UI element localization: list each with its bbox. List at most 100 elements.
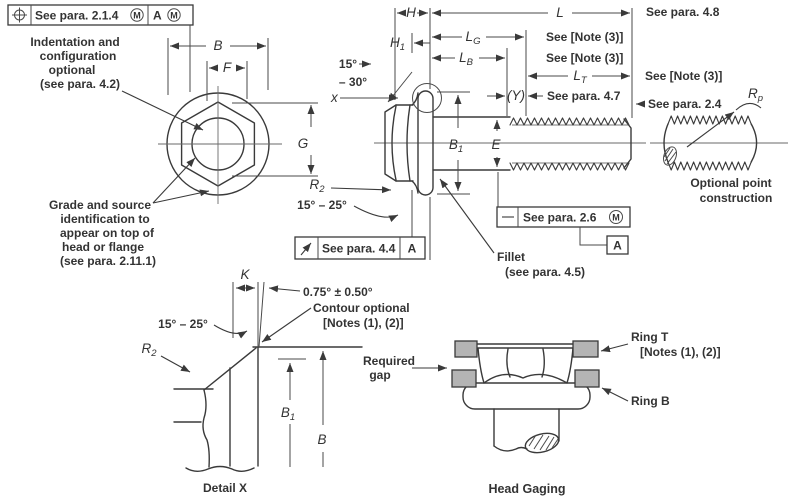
fcf-runout: See para. 4.4 A <box>294 236 426 260</box>
bolt-side-view <box>374 83 646 196</box>
fillet-label: Fillet <box>497 250 525 264</box>
dim-K: K <box>240 267 250 282</box>
svg-text:configuration: configuration <box>40 49 117 63</box>
svg-text:B: B <box>213 38 222 53</box>
fcf-straightness: See para. 2.6 M A <box>496 172 631 255</box>
flange-cone-bottom <box>411 180 419 194</box>
flange-cone-top <box>411 92 419 106</box>
dim-LG: LG <box>466 29 481 47</box>
detail-angle: 15° – 25° <box>158 317 208 331</box>
ring-b-right <box>574 369 600 388</box>
head-facet <box>541 348 545 378</box>
thread-point-chamfer <box>623 118 632 169</box>
dim-E: E <box>491 137 501 152</box>
dim-H1: H1 <box>390 35 405 53</box>
material-condition-icon: M <box>609 210 623 224</box>
dim-LT: LT <box>573 68 588 86</box>
svg-text:Grade and source: Grade and source <box>49 198 151 212</box>
note-see-para-4-8: See para. 4.8 <box>646 5 720 19</box>
note-y: See para. 4.7 <box>547 89 621 103</box>
dim-Y: (Y) <box>507 88 525 103</box>
dim-F: F <box>206 60 248 101</box>
detail-R2: R2 <box>141 341 157 359</box>
ring-t-label: Ring T <box>631 330 669 344</box>
svg-text:head or flange: head or flange <box>62 240 144 254</box>
dim-B1: B1 <box>449 137 463 155</box>
fcf-position: See para. 2.1.4 M A M <box>7 4 194 92</box>
point-thread-top <box>667 115 752 125</box>
detail-x: K 0.75° ± 0.50° Contour optional [Notes … <box>141 267 409 495</box>
inverted-hex-head <box>477 347 574 384</box>
svg-text:M: M <box>612 212 620 222</box>
svg-text:M: M <box>133 10 141 20</box>
fcf-runout-datum: A <box>408 242 417 256</box>
ring-t-right <box>572 340 599 358</box>
flange-washer-face <box>417 90 434 196</box>
side-view-dimensions: H L See para. 4.8 H1 LG See [Note (3)] L… <box>297 5 722 279</box>
thread-profile-top <box>509 117 630 126</box>
note-point: See para. 2.4 <box>648 97 722 111</box>
dim-R2: R2 <box>309 177 325 195</box>
required-gap-label2: gap <box>369 368 390 382</box>
fillet-ref: (see para. 4.5) <box>505 265 585 279</box>
svg-text:(see para. 2.11.1): (see para. 2.11.1) <box>60 254 156 268</box>
head-gaging: Ring T [Notes (1), (2)] Ring B Required … <box>363 330 721 496</box>
dim-H: H <box>406 5 416 20</box>
head-gaging-caption: Head Gaging <box>488 482 565 496</box>
svg-text:Indentation and: Indentation and <box>30 35 119 49</box>
optional-point-label2: construction <box>700 191 773 205</box>
optional-point-label: Optional point <box>690 176 771 190</box>
shank-break <box>493 445 528 452</box>
svg-text:(see para. 4.2): (see para. 4.2) <box>40 77 120 91</box>
material-condition-icon: M <box>130 8 144 22</box>
detail-x-caption: Detail X <box>203 481 247 495</box>
ring-b-left <box>451 369 477 388</box>
head-facet-arc <box>406 104 411 182</box>
fcf-position-datum: A <box>153 9 162 23</box>
svg-text:G: G <box>298 136 309 151</box>
svg-text:M: M <box>170 10 178 20</box>
note-lt: See [Note (3)] <box>645 69 722 83</box>
grade-identification-note: Grade and source identification to appea… <box>49 157 210 268</box>
angle-flange: 15° – 25° <box>297 198 347 212</box>
circular-runout-icon <box>300 242 312 256</box>
head-facet-arc <box>391 105 397 181</box>
dim-B: B <box>167 38 269 95</box>
ring-t-note: [Notes (1), (2)] <box>640 345 721 359</box>
point-thread-bottom <box>667 161 752 171</box>
contour-note: Contour optional <box>313 301 410 315</box>
ring-b-label: Ring B <box>631 394 670 408</box>
break-edge-left <box>202 389 210 468</box>
ring-t-left <box>454 340 478 358</box>
dim-LB: LB <box>459 50 474 68</box>
head-left-edge <box>384 104 397 182</box>
angle-chamfer-2: – 30° <box>339 75 367 89</box>
dim-Rp: Rp <box>748 86 763 104</box>
point-chamfer-hatch <box>662 146 678 166</box>
point-right-arc <box>750 123 758 163</box>
material-condition-icon: M <box>167 8 181 22</box>
tilt-tolerance: 0.75° ± 0.50° <box>303 285 373 299</box>
gaging-flange <box>462 382 591 410</box>
note-lg: See [Note (3)] <box>546 30 623 44</box>
position-tolerance-icon <box>12 7 27 23</box>
dim-x: x <box>330 90 339 105</box>
head-facet <box>506 348 511 378</box>
indentation-note: Indentation and configuration optional (… <box>30 35 204 131</box>
shank-section-hatch <box>524 432 560 454</box>
detail-B: B <box>317 432 326 447</box>
contour-note2: [Notes (1), (2)] <box>323 316 404 330</box>
note-lb: See [Note (3)] <box>546 51 623 65</box>
dim-L: L <box>556 5 564 20</box>
thread-profile-bottom <box>509 162 630 171</box>
detail-B1: B1 <box>281 405 295 423</box>
svg-text:appear on top of: appear on top of <box>60 226 155 240</box>
angle-chamfer-1: 15° <box>339 57 357 71</box>
fcf-position-note: See para. 2.1.4 <box>35 9 119 23</box>
bolt-head-top-view: B F G <box>158 38 318 204</box>
required-gap-label: Required <box>363 354 415 368</box>
fcf-straightness-note: See para. 2.6 <box>523 211 597 225</box>
detail-x-indicator-circle <box>412 83 442 113</box>
